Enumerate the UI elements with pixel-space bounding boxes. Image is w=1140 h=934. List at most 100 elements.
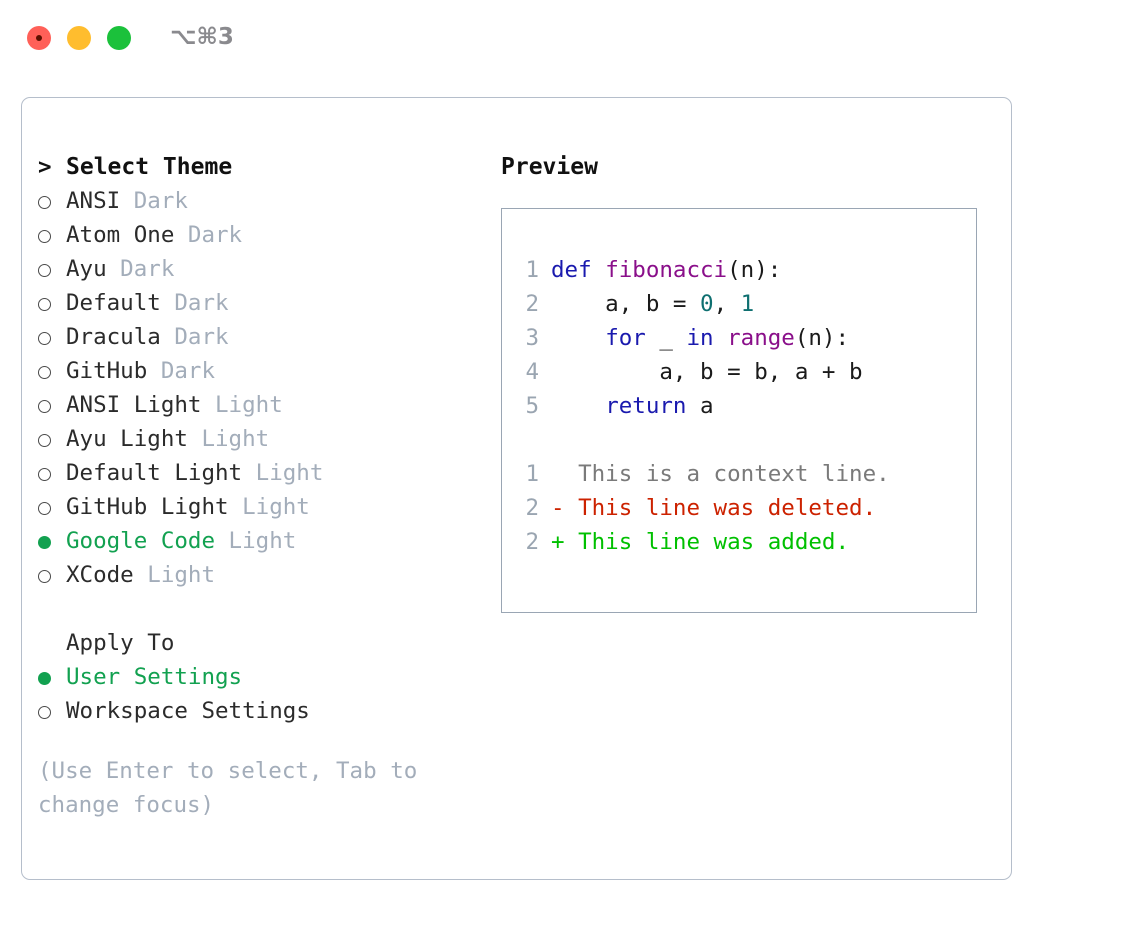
- theme-option-name: Default Light: [66, 460, 243, 486]
- theme-option-ayu-light[interactable]: Ayu Light Light: [38, 422, 478, 456]
- radio-glyph: [38, 502, 51, 515]
- list-spacer: [38, 592, 478, 626]
- code-token-plain: (n):: [727, 257, 782, 283]
- code-token-plain: [714, 325, 728, 351]
- code-token-plain: (n):: [794, 325, 850, 351]
- radio-unselected-icon: [38, 694, 66, 728]
- diff-sample-block: 1 This is a context line.2- This line wa…: [515, 457, 968, 559]
- code-line-number: 1: [525, 257, 539, 283]
- theme-option-default-light[interactable]: Default Light Light: [38, 456, 478, 490]
- theme-option-kind: Light: [201, 392, 283, 418]
- theme-option-xcode[interactable]: XCode Light: [38, 558, 478, 592]
- theme-option-name: XCode: [66, 562, 134, 588]
- close-window-button[interactable]: [27, 26, 51, 50]
- window-title-shortcut: ⌥⌘3: [170, 24, 234, 50]
- radio-unselected-icon: [38, 218, 66, 252]
- code-token-num: 0: [700, 291, 714, 317]
- select-theme-header: >Select Theme: [38, 150, 478, 184]
- keyboard-hint-text: (Use Enter to select, Tab to change focu…: [38, 758, 418, 818]
- code-line-number: 3: [525, 325, 539, 351]
- theme-option-ansi[interactable]: ANSI Dark: [38, 184, 478, 218]
- theme-option-name: GitHub: [66, 358, 148, 384]
- diff-line: 1 This is a context line.: [515, 457, 968, 491]
- theme-option-kind: Light: [215, 528, 297, 554]
- theme-option-name: Ayu Light: [66, 426, 188, 452]
- theme-option-kind: Light: [187, 426, 270, 452]
- theme-option-kind: Dark: [147, 358, 216, 384]
- traffic-light-buttons: [27, 26, 131, 50]
- code-line-number: 4: [525, 359, 539, 385]
- code-line: 3 for _ in range(n):: [515, 321, 968, 355]
- radio-unselected-icon: [38, 320, 66, 354]
- theme-option-name: Default: [66, 290, 161, 316]
- radio-glyph: [38, 468, 51, 481]
- code-token-num: 1: [740, 291, 755, 317]
- radio-unselected-icon: [38, 558, 66, 592]
- code-token-kw: in: [686, 325, 714, 351]
- radio-glyph: [38, 672, 51, 685]
- theme-option-github[interactable]: GitHub Dark: [38, 354, 478, 388]
- radio-selected-icon: [38, 660, 66, 694]
- theme-option-kind: Light: [242, 460, 324, 486]
- theme-option-name: Ayu: [66, 256, 107, 282]
- theme-option-dracula[interactable]: Dracula Dark: [38, 320, 478, 354]
- radio-glyph: [38, 706, 51, 719]
- radio-unselected-icon: [38, 388, 66, 422]
- code-token-kw: for: [605, 325, 646, 351]
- theme-option-google-code[interactable]: Google Code Light: [38, 524, 478, 558]
- theme-option-name: Atom One: [66, 222, 175, 248]
- radio-unselected-icon: [38, 184, 66, 218]
- diff-marker: +: [551, 529, 579, 555]
- code-token-plain: [551, 393, 605, 419]
- diff-line-number: 2: [525, 529, 539, 555]
- theme-option-kind: Dark: [174, 222, 243, 248]
- theme-option-kind: Light: [133, 562, 216, 588]
- theme-option-name: GitHub Light: [66, 494, 229, 520]
- radio-unselected-icon: [38, 422, 66, 456]
- select-theme-label: Select Theme: [66, 154, 233, 180]
- minimize-window-button[interactable]: [67, 26, 91, 50]
- diff-line: 2+ This line was added.: [515, 525, 968, 559]
- apply-to-option-user-settings[interactable]: User Settings: [38, 660, 478, 694]
- radio-glyph: [38, 230, 51, 243]
- apply-to-option-label: Workspace Settings: [66, 698, 310, 724]
- maximize-window-button[interactable]: [107, 26, 131, 50]
- radio-glyph: [38, 400, 51, 413]
- diff-marker: [551, 461, 578, 487]
- code-line-number: 5: [525, 393, 539, 419]
- theme-option-ansi-light[interactable]: ANSI Light Light: [38, 388, 478, 422]
- theme-option-kind: Light: [228, 494, 310, 520]
- apply-to-option-workspace-settings[interactable]: Workspace Settings: [38, 694, 478, 728]
- theme-option-atom-one[interactable]: Atom One Dark: [38, 218, 478, 252]
- window-titlebar: ⌥⌘3: [0, 0, 1140, 78]
- code-line: 5 return a: [515, 389, 968, 423]
- radio-glyph: [38, 536, 51, 549]
- radio-glyph: [38, 434, 51, 447]
- radio-glyph: [38, 196, 51, 209]
- radio-unselected-icon: [38, 252, 66, 286]
- theme-option-name: Dracula: [66, 324, 161, 350]
- radio-glyph: [38, 264, 51, 277]
- preview-title: Preview: [501, 154, 598, 180]
- theme-option-github-light[interactable]: GitHub Light Light: [38, 490, 478, 524]
- theme-option-kind: Dark: [120, 188, 188, 214]
- theme-option-kind: Dark: [160, 324, 229, 350]
- theme-option-ayu[interactable]: Ayu Dark: [38, 252, 478, 286]
- apply-to-option-label: User Settings: [66, 664, 243, 690]
- apply-to-header: Apply To: [38, 626, 478, 660]
- theme-option-default[interactable]: Default Dark: [38, 286, 478, 320]
- code-token-plain: a: [686, 393, 714, 419]
- radio-unselected-icon: [38, 286, 66, 320]
- theme-option-name: ANSI: [66, 188, 121, 214]
- radio-glyph: [38, 570, 51, 583]
- code-line-number: 2: [525, 291, 539, 317]
